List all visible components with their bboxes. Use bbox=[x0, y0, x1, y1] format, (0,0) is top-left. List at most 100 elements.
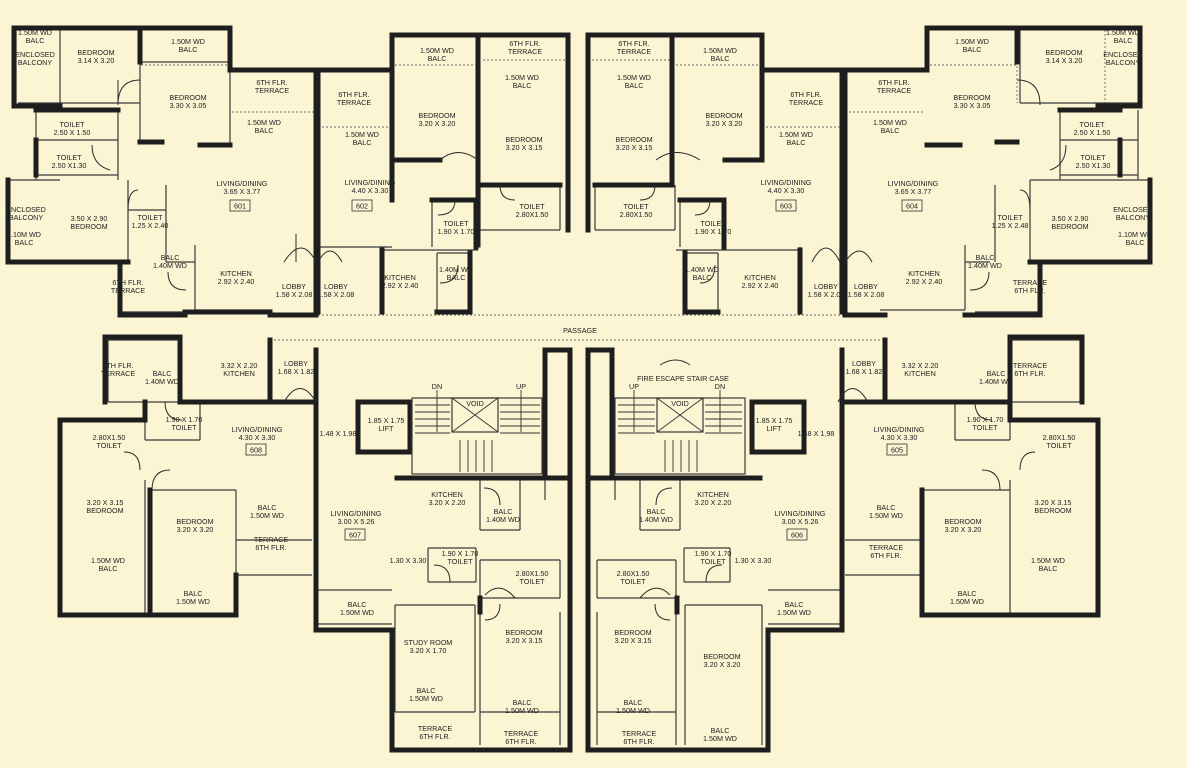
room-label-r98-line1: TOILET bbox=[620, 577, 646, 586]
room-label-r9-line1: 2.50 X1.30 bbox=[52, 161, 87, 170]
room-label-r78-line0: LIVING/DINING bbox=[331, 509, 382, 518]
room-label-r106-line1: KITCHEN bbox=[904, 369, 936, 378]
room-label-r19-line0: 6TH FLR. bbox=[338, 90, 369, 99]
unit-number-604: 604 bbox=[906, 202, 918, 211]
room-label-r43-line0: KITCHEN bbox=[744, 273, 776, 282]
room-label-r48-line1: 3.30 X 3.05 bbox=[954, 101, 991, 110]
room-label-r21-line1: 4.40 X 3.30 bbox=[352, 186, 389, 195]
dn-label-right: DN bbox=[715, 382, 725, 391]
room-label-r107-line0: BALC bbox=[987, 369, 1006, 378]
room-label-r111-line1: TOILET bbox=[1046, 441, 1072, 450]
room-label-r51-line0: ENCLOSED bbox=[1103, 50, 1143, 59]
room-label-r54-line1: 3.65 X 3.77 bbox=[895, 187, 932, 196]
room-label-r110-line1: TOILET bbox=[972, 423, 998, 432]
room-label-r17-line1: 2.92 X 2.40 bbox=[218, 277, 255, 286]
room-label-r41-line1: 1.90 X 1.70 bbox=[695, 227, 732, 236]
unit-box-607 bbox=[344, 528, 366, 541]
room-label-r77-line0: 1.85 X 1.75 bbox=[368, 416, 405, 425]
room-label-r49-line0: BEDROOM bbox=[1045, 48, 1082, 57]
room-label-r49-line1: 3.14 X 3.20 bbox=[1046, 56, 1083, 65]
room-label-r45-line0: 6TH FLR. bbox=[878, 78, 909, 87]
room-label-r91-line0: 1.85 X 1.75 bbox=[756, 416, 793, 425]
room-label-r61-line0: TERRACE bbox=[1013, 278, 1048, 287]
room-label-r63-line1: TERRACE bbox=[101, 369, 136, 378]
room-label-r46-line0: 1.50M WD bbox=[873, 118, 907, 127]
unit-number-608: 608 bbox=[250, 446, 262, 455]
room-label-r8-line0: TOILET bbox=[59, 120, 85, 129]
room-label-r114-line1: 6TH FLR. bbox=[870, 551, 901, 560]
room-label-r38-line0: 1.50M WD bbox=[779, 130, 813, 139]
unit-number-601: 601 bbox=[234, 202, 246, 211]
room-label-r87-line0: BALC bbox=[417, 686, 436, 695]
room-label-r10-line0: LIVING/DINING bbox=[217, 179, 268, 188]
room-label-r71-line0: BEDROOM bbox=[176, 517, 213, 526]
room-label-r76-line0: 1.48 X 1.98 bbox=[320, 429, 357, 438]
room-label-r53-line1: 2.50 X1.30 bbox=[1076, 161, 1111, 170]
room-label-r100-line1: 3.20 X 3.15 bbox=[615, 636, 652, 645]
room-label-r66-line1: 1.68 X 1.82 bbox=[278, 367, 315, 376]
up-label-right: UP bbox=[629, 382, 639, 391]
room-label-r100-line0: BEDROOM bbox=[614, 628, 651, 637]
room-label-r4-line0: 1.50M WD bbox=[171, 37, 205, 46]
room-label-r16-line1: TERRACE bbox=[111, 286, 146, 295]
room-label-r86-line1: 3.20 X 3.15 bbox=[506, 636, 543, 645]
room-label-r52-line0: TOILET bbox=[1079, 120, 1105, 129]
room-label-r81-line1: TOILET bbox=[447, 557, 473, 566]
room-label-r63-line0: 6TH FLR. bbox=[102, 361, 133, 370]
room-label-r109-line0: LIVING/DINING bbox=[874, 425, 925, 434]
room-label-r47-line0: 1.50M WD bbox=[955, 37, 989, 46]
room-label-r58-line1: BALC bbox=[1126, 238, 1145, 247]
room-label-r35-line0: 1.50M WD bbox=[703, 46, 737, 55]
unit-number-602: 602 bbox=[356, 202, 368, 211]
room-label-r102-line1: 1.50M WD bbox=[616, 706, 650, 715]
dn-label-left: DN bbox=[432, 382, 442, 391]
room-label-r29-line1: 1.58 X 2.08 bbox=[318, 290, 355, 299]
room-label-r46-line1: BALC bbox=[881, 126, 900, 135]
room-label-r22-line0: 1.50M WD bbox=[420, 46, 454, 55]
room-label-r85-line0: STUDY ROOM bbox=[404, 638, 453, 647]
room-label-r79-line0: KITCHEN bbox=[431, 490, 463, 499]
room-label-r96-line0: 1.90 X 1.70 bbox=[695, 549, 732, 558]
room-label-r6-line0: 6TH FLR. bbox=[256, 78, 287, 87]
unit-box-601 bbox=[229, 199, 251, 212]
room-label-r23-line1: 3.20 X 3.20 bbox=[419, 119, 456, 128]
room-label-r60-line1: 1.40M WD bbox=[968, 261, 1002, 270]
room-label-r89-line1: 6TH FLR. bbox=[419, 732, 450, 741]
room-label-r64-line0: BALC bbox=[153, 369, 172, 378]
room-label-r30-line0: KITCHEN bbox=[384, 273, 416, 282]
room-label-r59-line0: KITCHEN bbox=[908, 269, 940, 278]
room-label-r80-line1: 1.40M WD bbox=[486, 515, 520, 524]
room-label-r103-line0: TERRACE bbox=[622, 729, 657, 738]
room-label-r105-line1: 1.68 X 1.82 bbox=[846, 367, 883, 376]
room-label-r65-line0: 3.32 X 2.20 bbox=[221, 361, 258, 370]
room-label-r69-line0: 2.80X1.50 bbox=[93, 433, 126, 442]
room-label-r95-line1: 3.00 X 5.26 bbox=[782, 517, 819, 526]
room-label-r67-line1: TOILET bbox=[171, 423, 197, 432]
room-label-r2-line0: ENCLOSED bbox=[15, 50, 55, 59]
room-label-r35-line1: BALC bbox=[711, 54, 730, 63]
room-label-r1-line1: BALC bbox=[26, 36, 45, 45]
room-label-r5-line1: 3.30 X 3.05 bbox=[170, 101, 207, 110]
room-label-r32-line1: TERRACE bbox=[617, 47, 652, 56]
room-label-r32-line0: 6TH FLR. bbox=[618, 39, 649, 48]
room-label-r41-line0: TOILET bbox=[700, 219, 726, 228]
room-label-r26-line0: BEDROOM bbox=[505, 135, 542, 144]
fire-escape-label: FIRE ESCAPE STAIR CASE bbox=[637, 374, 729, 383]
room-label-r70-line1: BEDROOM bbox=[86, 506, 123, 515]
room-label-r11-line1: BALCONY bbox=[9, 213, 44, 222]
room-label-r31-line1: BALC bbox=[447, 273, 466, 282]
room-label-r51-line1: BALCONY bbox=[1106, 58, 1141, 67]
room-label-r117-line1: 1.50M WD bbox=[950, 597, 984, 606]
room-label-r72-line0: BALC bbox=[258, 503, 277, 512]
room-label-r113-line0: BALC bbox=[877, 503, 896, 512]
room-label-r75-line1: 1.50M WD bbox=[176, 597, 210, 606]
room-label-r20-line0: 1.50M WD bbox=[345, 130, 379, 139]
room-label-r101-line0: BEDROOM bbox=[703, 652, 740, 661]
room-label-r7-line0: 1.50M WD bbox=[247, 118, 281, 127]
room-label-r104-line0: BALC bbox=[711, 726, 730, 735]
room-label-r29-line0: LOBBY bbox=[324, 282, 348, 291]
unit-box-606 bbox=[786, 528, 808, 541]
void-label-left: VOID bbox=[466, 399, 484, 408]
unit-box-602 bbox=[351, 199, 373, 212]
